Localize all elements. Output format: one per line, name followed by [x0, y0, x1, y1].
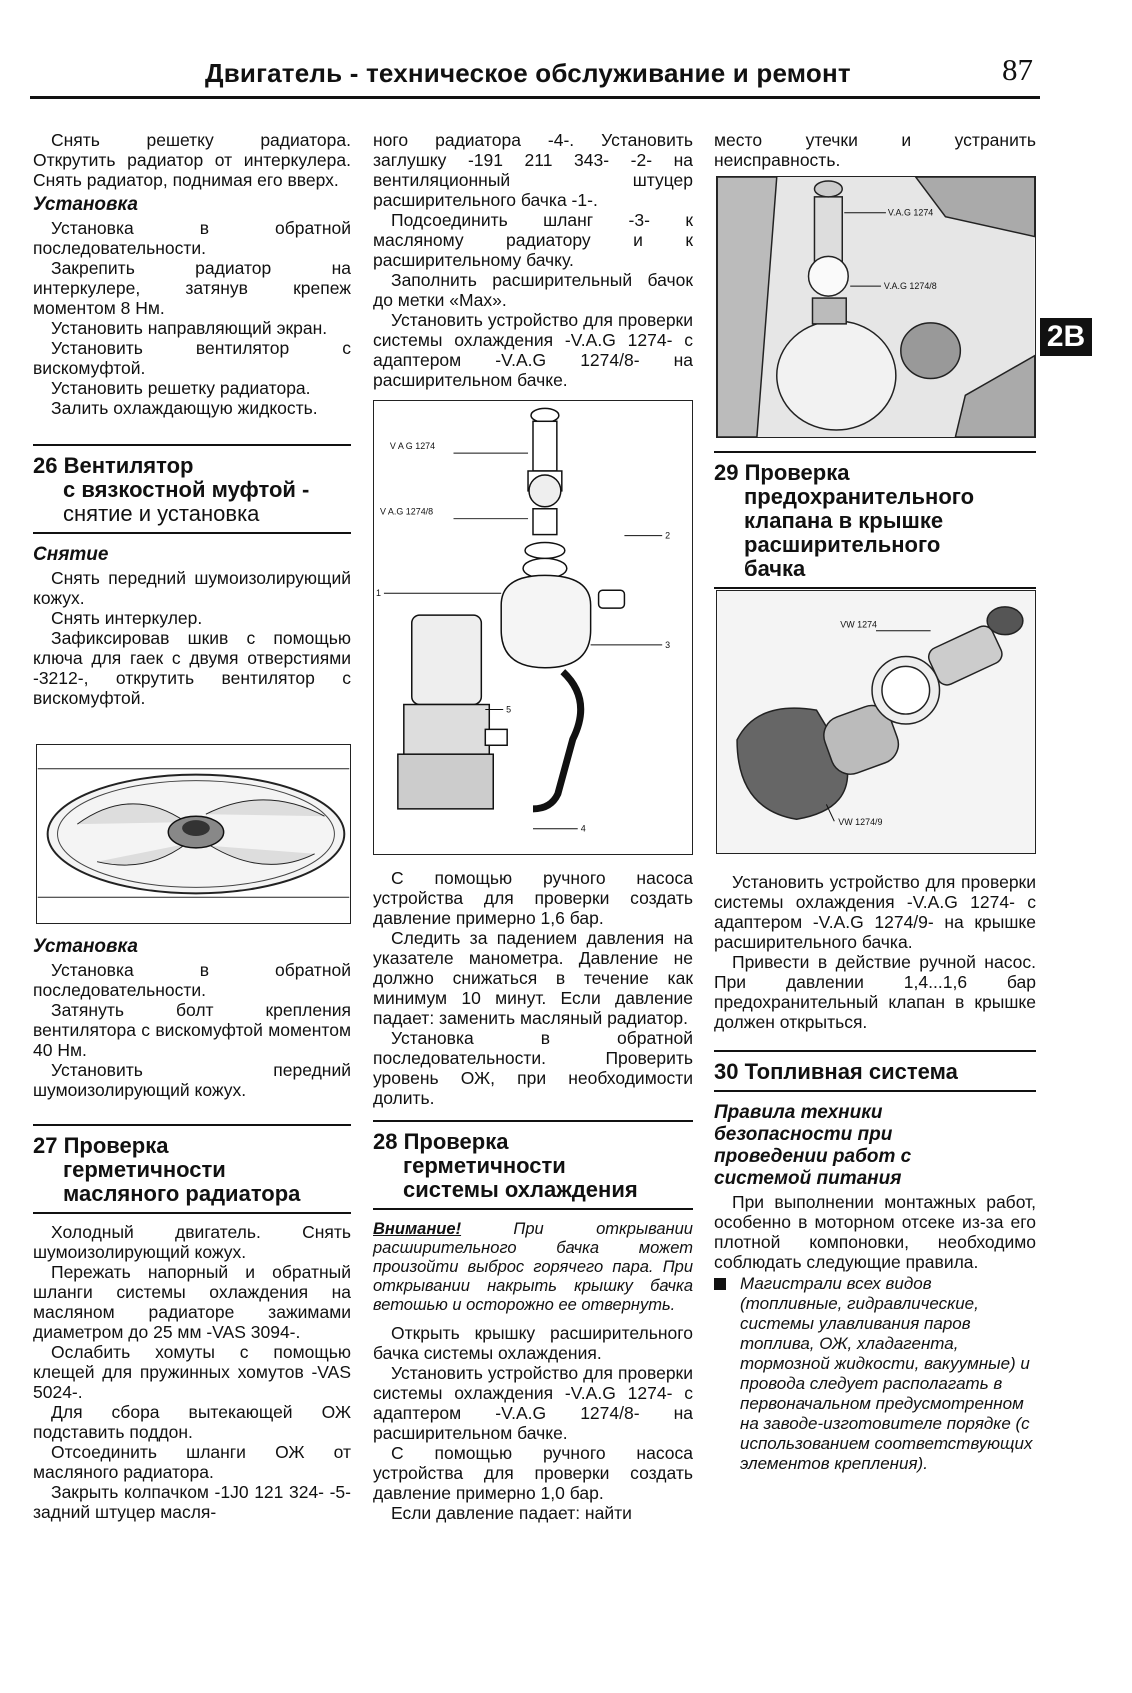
subheading-safety: Правила техники безопасности при проведе…: [714, 1102, 912, 1189]
fan-illustration: [37, 745, 350, 923]
photo1-label-b: V.A.G 1274/8: [884, 281, 937, 291]
section-number: 30: [714, 1059, 739, 1084]
paragraph: Привести в действие ручной насос. При да…: [714, 952, 1036, 1032]
engine-bay-illustration: V.A.G 1274 V.A.G 1274/8: [717, 177, 1035, 437]
tester-diagram: V A G 1274 V A.G 1274/8 1 2 3 4 5: [373, 400, 693, 855]
paragraph: Затянуть болт крепления вентилятора с ви…: [33, 1000, 351, 1060]
paragraph: Установка в обратной последовательности.: [33, 960, 351, 1000]
section-title-line: Проверка: [403, 1129, 509, 1154]
column-3: место утечки и устранить неисправность.: [714, 130, 1036, 170]
paragraph: Установить направляющий экран.: [51, 318, 328, 338]
label-num-5: 5: [506, 704, 511, 714]
label-num-4: 4: [581, 824, 586, 834]
paragraph: Установить передний шумоизолирующий кожу…: [33, 1060, 351, 1100]
paragraph: Установить устройство для проверки систе…: [373, 1363, 693, 1443]
paragraph: Следить за падением давления на указател…: [373, 928, 693, 1028]
column-2: ного радиатора -4-. Установить заглушку …: [373, 130, 693, 390]
paragraph: Если давление падает: найти: [391, 1503, 632, 1523]
running-header-title: Двигатель - техническое обслуживание и р…: [205, 58, 851, 88]
section-title-line: расширительного: [744, 532, 941, 557]
section-28-heading: 28 Проверка герметичности системы охлажд…: [373, 1120, 693, 1210]
section-title-line: Проверка: [63, 1133, 169, 1158]
column-3-lower: Установить устройство для проверки систе…: [714, 872, 1036, 1474]
section-title-line: герметичности: [403, 1153, 566, 1178]
column-2-lower: С помощью ручного насоса устройства для …: [373, 868, 693, 1523]
warning-label: Внимание!: [373, 1220, 462, 1238]
paragraph: Установить вентилятор с вискомуфтой.: [33, 338, 351, 378]
section-title-line: с вязкостной муфтой -: [63, 477, 310, 502]
paragraph: Залить охлаждающую жидкость.: [51, 398, 318, 418]
paragraph: Открыть крышку расширительного бачка сис…: [373, 1323, 693, 1363]
paragraph: Установить устройство для проверки систе…: [714, 872, 1036, 952]
subheading-install-2: Установка: [33, 936, 138, 957]
pressure-tester-illustration: V A G 1274 V A.G 1274/8 1 2 3 4 5: [376, 407, 670, 834]
bullet-item: Магистрали всех видов (топливные, гидрав…: [714, 1274, 1036, 1474]
photo2-label-a: VW 1274: [840, 620, 877, 630]
section-number: 29: [714, 460, 739, 485]
section-26-heading: 26 Вентилятор с вязкостной муфтой - снят…: [33, 444, 351, 534]
paragraph: Ослабить хомуты с помощью клещей для пру…: [33, 1342, 351, 1402]
label-num-2: 2: [665, 531, 670, 541]
paragraph: Для сбора вытекающей ОЖ подставить поддо…: [33, 1402, 351, 1442]
subheading-install: Установка: [33, 194, 138, 215]
section-title-line: масляного радиатора: [63, 1181, 301, 1206]
section-title-line: снятие и установка: [63, 501, 260, 526]
section-tab: 2В: [1040, 318, 1092, 356]
cap-tester-photo: VW 1274 VW 1274/9: [716, 590, 1036, 854]
section-title-line: предохранительного: [744, 484, 975, 509]
section-number: 27: [33, 1133, 58, 1158]
section-number: 28: [373, 1129, 398, 1154]
engine-bay-photo: V.A.G 1274 V.A.G 1274/8: [716, 176, 1036, 438]
paragraph: Установить устройство для проверки систе…: [373, 310, 693, 390]
label-num-1: 1: [376, 588, 381, 598]
photo1-label-a: V.A.G 1274: [888, 208, 933, 218]
paragraph: С помощью ручного насоса устройства для …: [373, 1443, 693, 1503]
column-1: Снять решетку радиатора. Открутить радиа…: [33, 130, 351, 708]
paragraph: Снять передний шумоизолирующий кожух.: [33, 568, 351, 608]
header-rule: [30, 96, 1040, 99]
paragraph: Пережать напорный и обратный шланги сист…: [33, 1262, 351, 1342]
paragraph: ного радиатора -4-. Установить заглушку …: [373, 130, 693, 210]
paragraph: Заполнить расширительный бачок до метки …: [373, 270, 693, 310]
paragraph: Подсоединить шланг -3- к масляному радиа…: [373, 210, 693, 270]
cap-tester-illustration: VW 1274 VW 1274/9: [717, 591, 1035, 853]
section-30-heading: 30 Топливная система: [714, 1050, 1036, 1092]
section-title-line: клапана в крышке: [744, 508, 944, 533]
paragraph: Снять интеркулер.: [51, 608, 203, 628]
paragraph: место утечки и устранить неисправность.: [714, 130, 1036, 170]
paragraph: Отсоединить шланги ОЖ от масляного радиа…: [33, 1442, 351, 1482]
paragraph: Холодный двигатель. Снять шумоизолирующи…: [33, 1222, 351, 1262]
label-num-3: 3: [665, 640, 670, 650]
bullet-square-icon: [714, 1278, 726, 1290]
paragraph: Зафиксировав шкив с помощью ключа для га…: [33, 628, 351, 708]
label-tool-1274: V A G 1274: [390, 441, 435, 451]
section-title-line: Проверка: [744, 460, 850, 485]
bullet-text: Магистрали всех видов (топливные, гидрав…: [740, 1274, 1033, 1473]
fan-figure: [36, 744, 351, 924]
subheading-removal: Снятие: [33, 544, 109, 565]
paragraph: С помощью ручного насоса устройства для …: [373, 868, 693, 928]
paragraph: Закрыть колпачком -1J0 121 324- -5- задн…: [33, 1482, 351, 1522]
warning-text: При открывании расширительного бачка мож…: [373, 1220, 693, 1314]
column-1-lower: Установка Установка в обратной последова…: [33, 932, 351, 1522]
section-title-line: системы охлаждения: [403, 1177, 638, 1202]
paragraph: Установка в обратной последовательности.: [33, 218, 351, 258]
paragraph: Закрепить радиатор на интеркулере, затян…: [33, 258, 351, 318]
section-29-heading: 29 Проверка предохранительного клапана в…: [714, 451, 1036, 589]
paragraph: Установить решетку радиатора.: [51, 378, 311, 398]
section-27-heading: 27 Проверка герметичности масляного ради…: [33, 1124, 351, 1214]
label-tool-1274-8: V A.G 1274/8: [380, 507, 433, 517]
page-number: 87: [1002, 52, 1033, 87]
column-3-mid: 29 Проверка предохранительного клапана в…: [714, 451, 1036, 589]
warning-note: Внимание! При открывании расширительного…: [373, 1220, 693, 1315]
section-title-line: бачка: [744, 556, 806, 581]
paragraph: При выполнении монтажных работ, особенно…: [714, 1192, 1036, 1272]
photo2-label-b: VW 1274/9: [838, 817, 882, 827]
paragraph: Снять решетку радиатора. Открутить радиа…: [33, 130, 351, 190]
section-title-line: герметичности: [63, 1157, 226, 1182]
section-number: 26: [33, 453, 58, 478]
section-title-line: Вентилятор: [63, 453, 194, 478]
paragraph: Установка в обратной последовательности.…: [373, 1028, 693, 1108]
section-title-line: Топливная система: [744, 1059, 958, 1084]
